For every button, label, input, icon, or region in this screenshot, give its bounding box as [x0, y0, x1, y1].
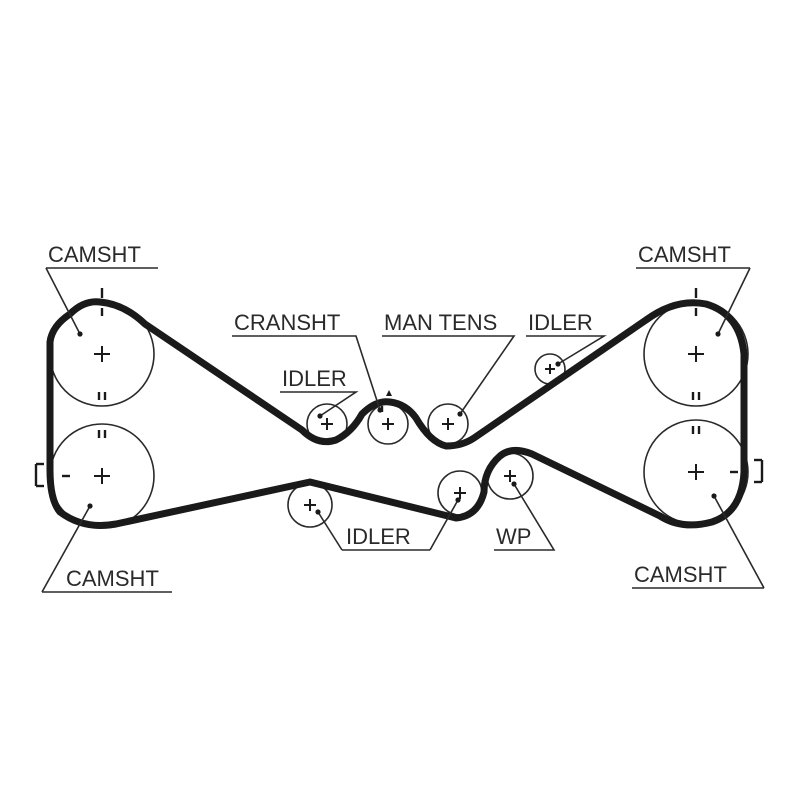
- notch-marker-right: [754, 458, 764, 484]
- label-crankshaft: CRANSHT: [234, 310, 340, 335]
- label-manual-tensioner: MAN TENS: [384, 310, 497, 335]
- label-water-pump: WP: [496, 524, 531, 549]
- label-camshaft-top-right: CAMSHT: [638, 242, 731, 267]
- label-camshaft-bottom-right: CAMSHT: [634, 562, 727, 587]
- label-idler-top-left: IDLER: [282, 366, 347, 391]
- timing-belt: [46, 298, 748, 529]
- pulley-center-marks: [94, 346, 704, 511]
- label-idler-top-right: IDLER: [528, 310, 593, 335]
- label-camshaft-bottom-left: CAMSHT: [66, 566, 159, 591]
- timing-marks: [62, 288, 738, 478]
- leader-lines: [41, 267, 765, 593]
- label-idler-bottom: IDLER: [346, 524, 411, 549]
- label-camshaft-top-left: CAMSHT: [48, 242, 141, 267]
- notch-marker-left: [34, 462, 44, 488]
